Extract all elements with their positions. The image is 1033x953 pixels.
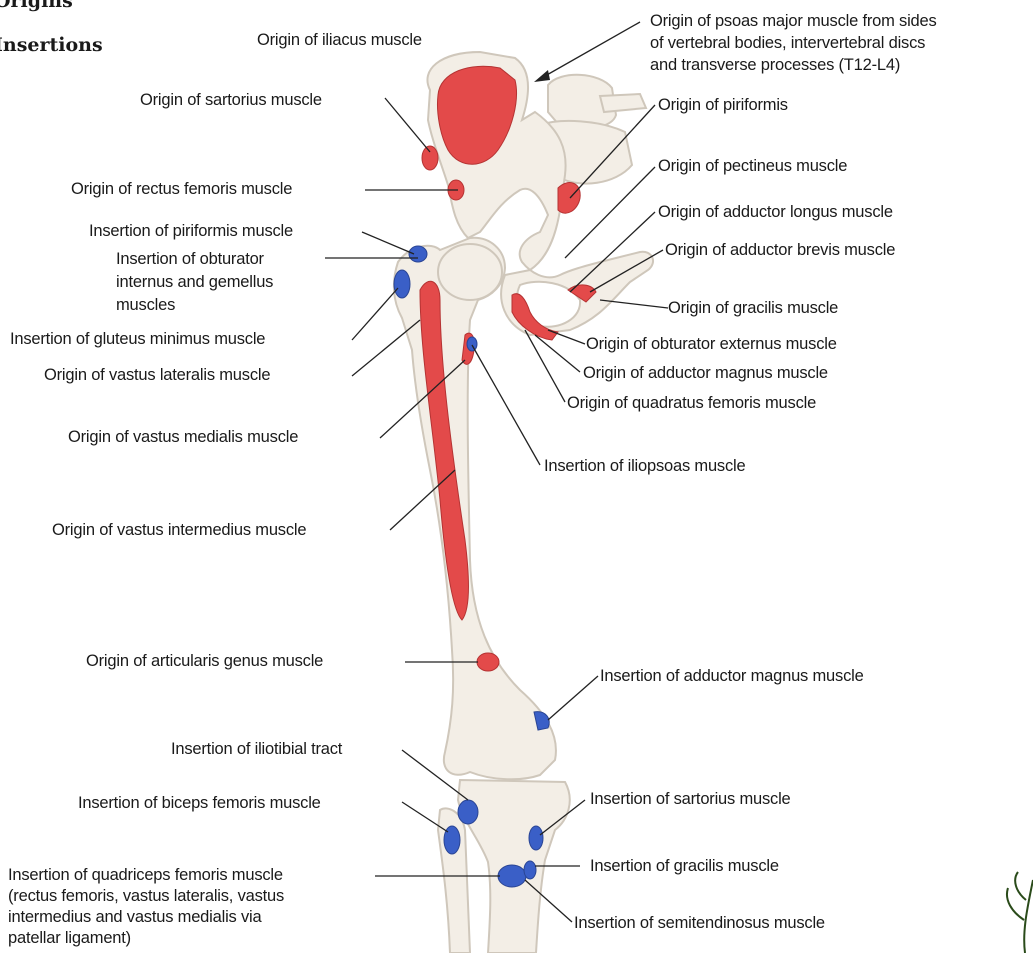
- label-obturator-internus-line2: internus and gemellus: [116, 273, 273, 292]
- label-semitendinosus-insertion: Insertion of semitendinosus muscle: [574, 914, 825, 933]
- label-iliacus-origin: Origin of iliacus muscle: [257, 31, 422, 50]
- label-psoas-origin-line1: Origin of psoas major muscle from sides: [650, 12, 937, 31]
- label-vastus-intermedius-origin: Origin of vastus intermedius muscle: [52, 521, 306, 540]
- label-gracilis-origin: Origin of gracilis muscle: [668, 299, 838, 318]
- label-vastus-lateralis-origin: Origin of vastus lateralis muscle: [44, 366, 270, 385]
- label-adductor-brevis-origin: Origin of adductor brevis muscle: [665, 241, 895, 260]
- label-articularis-genus-origin: Origin of articularis genus muscle: [86, 652, 323, 671]
- label-biceps-femoris-insertion: Insertion of biceps femoris muscle: [78, 794, 321, 813]
- label-iliopsoas-insertion: Insertion of iliopsoas muscle: [544, 457, 745, 476]
- label-vastus-medialis-origin: Origin of vastus medialis muscle: [68, 428, 298, 447]
- label-obturator-externus-origin: Origin of obturator externus muscle: [586, 335, 837, 354]
- label-quadratus-femoris-origin: Origin of quadratus femoris muscle: [567, 394, 816, 413]
- label-piriformis-origin: Origin of piriformis: [658, 96, 788, 115]
- label-quadriceps-insertion-line1: Insertion of quadriceps femoris muscle: [8, 866, 283, 885]
- label-quadriceps-insertion-line3: intermedius and vastus medialis via: [8, 908, 261, 927]
- label-obturator-internus-line3: muscles: [116, 296, 175, 315]
- label-quadriceps-insertion-line4: patellar ligament): [8, 929, 131, 948]
- label-psoas-origin-line3: and transverse processes (T12-L4): [650, 56, 900, 75]
- label-gluteus-minimus-insertion: Insertion of gluteus minimus muscle: [10, 330, 265, 349]
- label-pectineus-origin: Origin of pectineus muscle: [658, 157, 847, 176]
- legend-insertions: Insertions: [0, 34, 103, 56]
- corner-plant-sketch: [1007, 872, 1033, 953]
- label-sartorius-origin: Origin of sartorius muscle: [140, 91, 322, 110]
- legend-origins: Origins: [0, 0, 73, 12]
- label-psoas-origin-line2: of vertebral bodies, intervertebral disc…: [650, 34, 925, 53]
- label-piriformis-insertion: Insertion of piriformis muscle: [89, 222, 293, 241]
- label-adductor-magnus-origin: Origin of adductor magnus muscle: [583, 364, 828, 383]
- label-iliotibial-insertion: Insertion of iliotibial tract: [171, 740, 342, 759]
- label-adductor-longus-origin: Origin of adductor longus muscle: [658, 203, 893, 222]
- label-sartorius-insertion: Insertion of sartorius muscle: [590, 790, 791, 809]
- label-quadriceps-insertion-line2: (rectus femoris, vastus lateralis, vastu…: [8, 887, 284, 906]
- label-rectus-femoris-origin: Origin of rectus femoris muscle: [71, 180, 292, 199]
- label-obturator-internus-line1: Insertion of obturator: [116, 250, 264, 269]
- label-adductor-magnus-insertion: Insertion of adductor magnus muscle: [600, 667, 864, 686]
- psoas-arrowhead: [534, 70, 550, 82]
- label-gracilis-insertion: Insertion of gracilis muscle: [590, 857, 779, 876]
